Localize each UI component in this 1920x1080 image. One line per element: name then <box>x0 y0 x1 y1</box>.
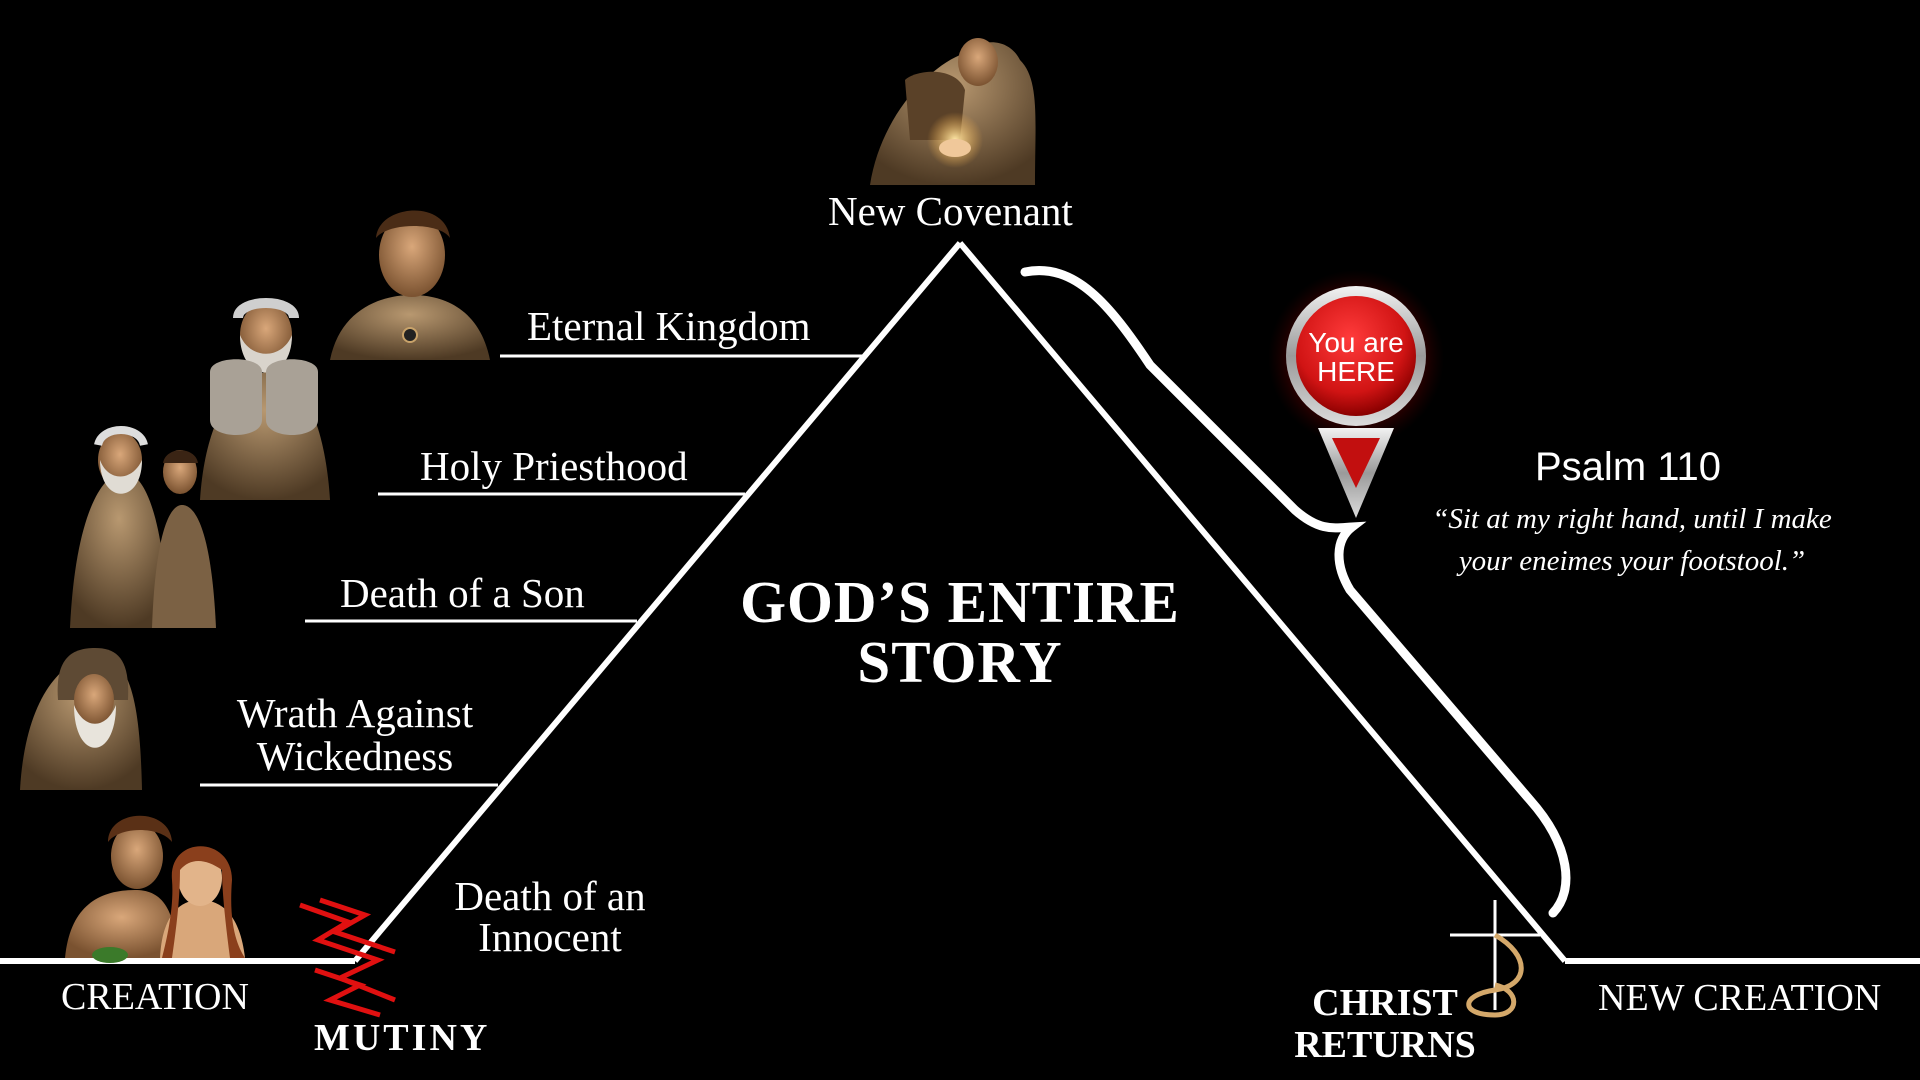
young-king-figure <box>330 210 490 360</box>
diagram-title: GOD’S ENTIRE STORY <box>700 572 1220 692</box>
step-label-innocent-line1: Death of an <box>454 873 646 919</box>
psalm-quote-line2: your eneimes your footstool.” <box>1458 545 1806 577</box>
christ-returns-label: CHRIST RETURNS <box>1275 982 1495 1066</box>
diagram-title-line2: STORY <box>857 629 1063 695</box>
mutiny-lightning-icon <box>299 897 396 1018</box>
noah-figure <box>20 648 142 790</box>
peak-label: New Covenant <box>828 188 1073 234</box>
step-label-wrath: Wrath Against Wickedness <box>215 692 495 778</box>
creation-label: CREATION <box>61 976 249 1018</box>
pyramid-right-side <box>957 241 1568 963</box>
mutiny-label: MUTINY <box>314 1017 491 1059</box>
new-creation-label: NEW CREATION <box>1598 977 1882 1019</box>
step-label-eternal-kingdom: Eternal Kingdom <box>527 303 811 349</box>
moses-tablets-figure <box>200 298 330 500</box>
step-label-innocent-line2: Innocent <box>478 914 622 960</box>
diagram-title-line1: GOD’S ENTIRE <box>740 569 1180 635</box>
you-are-here-line2: HERE <box>1317 356 1395 387</box>
pyramid-left-side <box>352 241 963 963</box>
nativity-figure <box>870 38 1036 186</box>
step-label-wrath-line2: Wickedness <box>256 733 454 779</box>
adam-eve-figure <box>65 815 245 963</box>
psalm-quote: “Sit at my right hand, until I make your… <box>1392 498 1872 582</box>
psalm-quote-line1: “Sit at my right hand, until I make <box>1432 503 1832 535</box>
step-label-wrath-line1: Wrath Against <box>236 690 474 736</box>
psalm-reference: Psalm 110 <box>1535 445 1722 489</box>
abraham-isaac-figure <box>70 426 216 628</box>
you-are-here-label: You are HERE <box>1296 328 1416 386</box>
cross-infinity-icon <box>1450 900 1540 1018</box>
you-are-here-line1: You are <box>1308 327 1404 358</box>
step-label-death-of-an-innocent: Death of an Innocent <box>440 876 660 958</box>
christ-returns-line1: CHRIST <box>1312 982 1458 1024</box>
step-label-holy-priesthood: Holy Priesthood <box>420 443 688 489</box>
christ-returns-line2: RETURNS <box>1294 1024 1476 1066</box>
step-label-death-of-a-son: Death of a Son <box>340 570 585 616</box>
you-are-here-pin-icon <box>1268 270 1444 518</box>
brace <box>1020 266 1571 918</box>
